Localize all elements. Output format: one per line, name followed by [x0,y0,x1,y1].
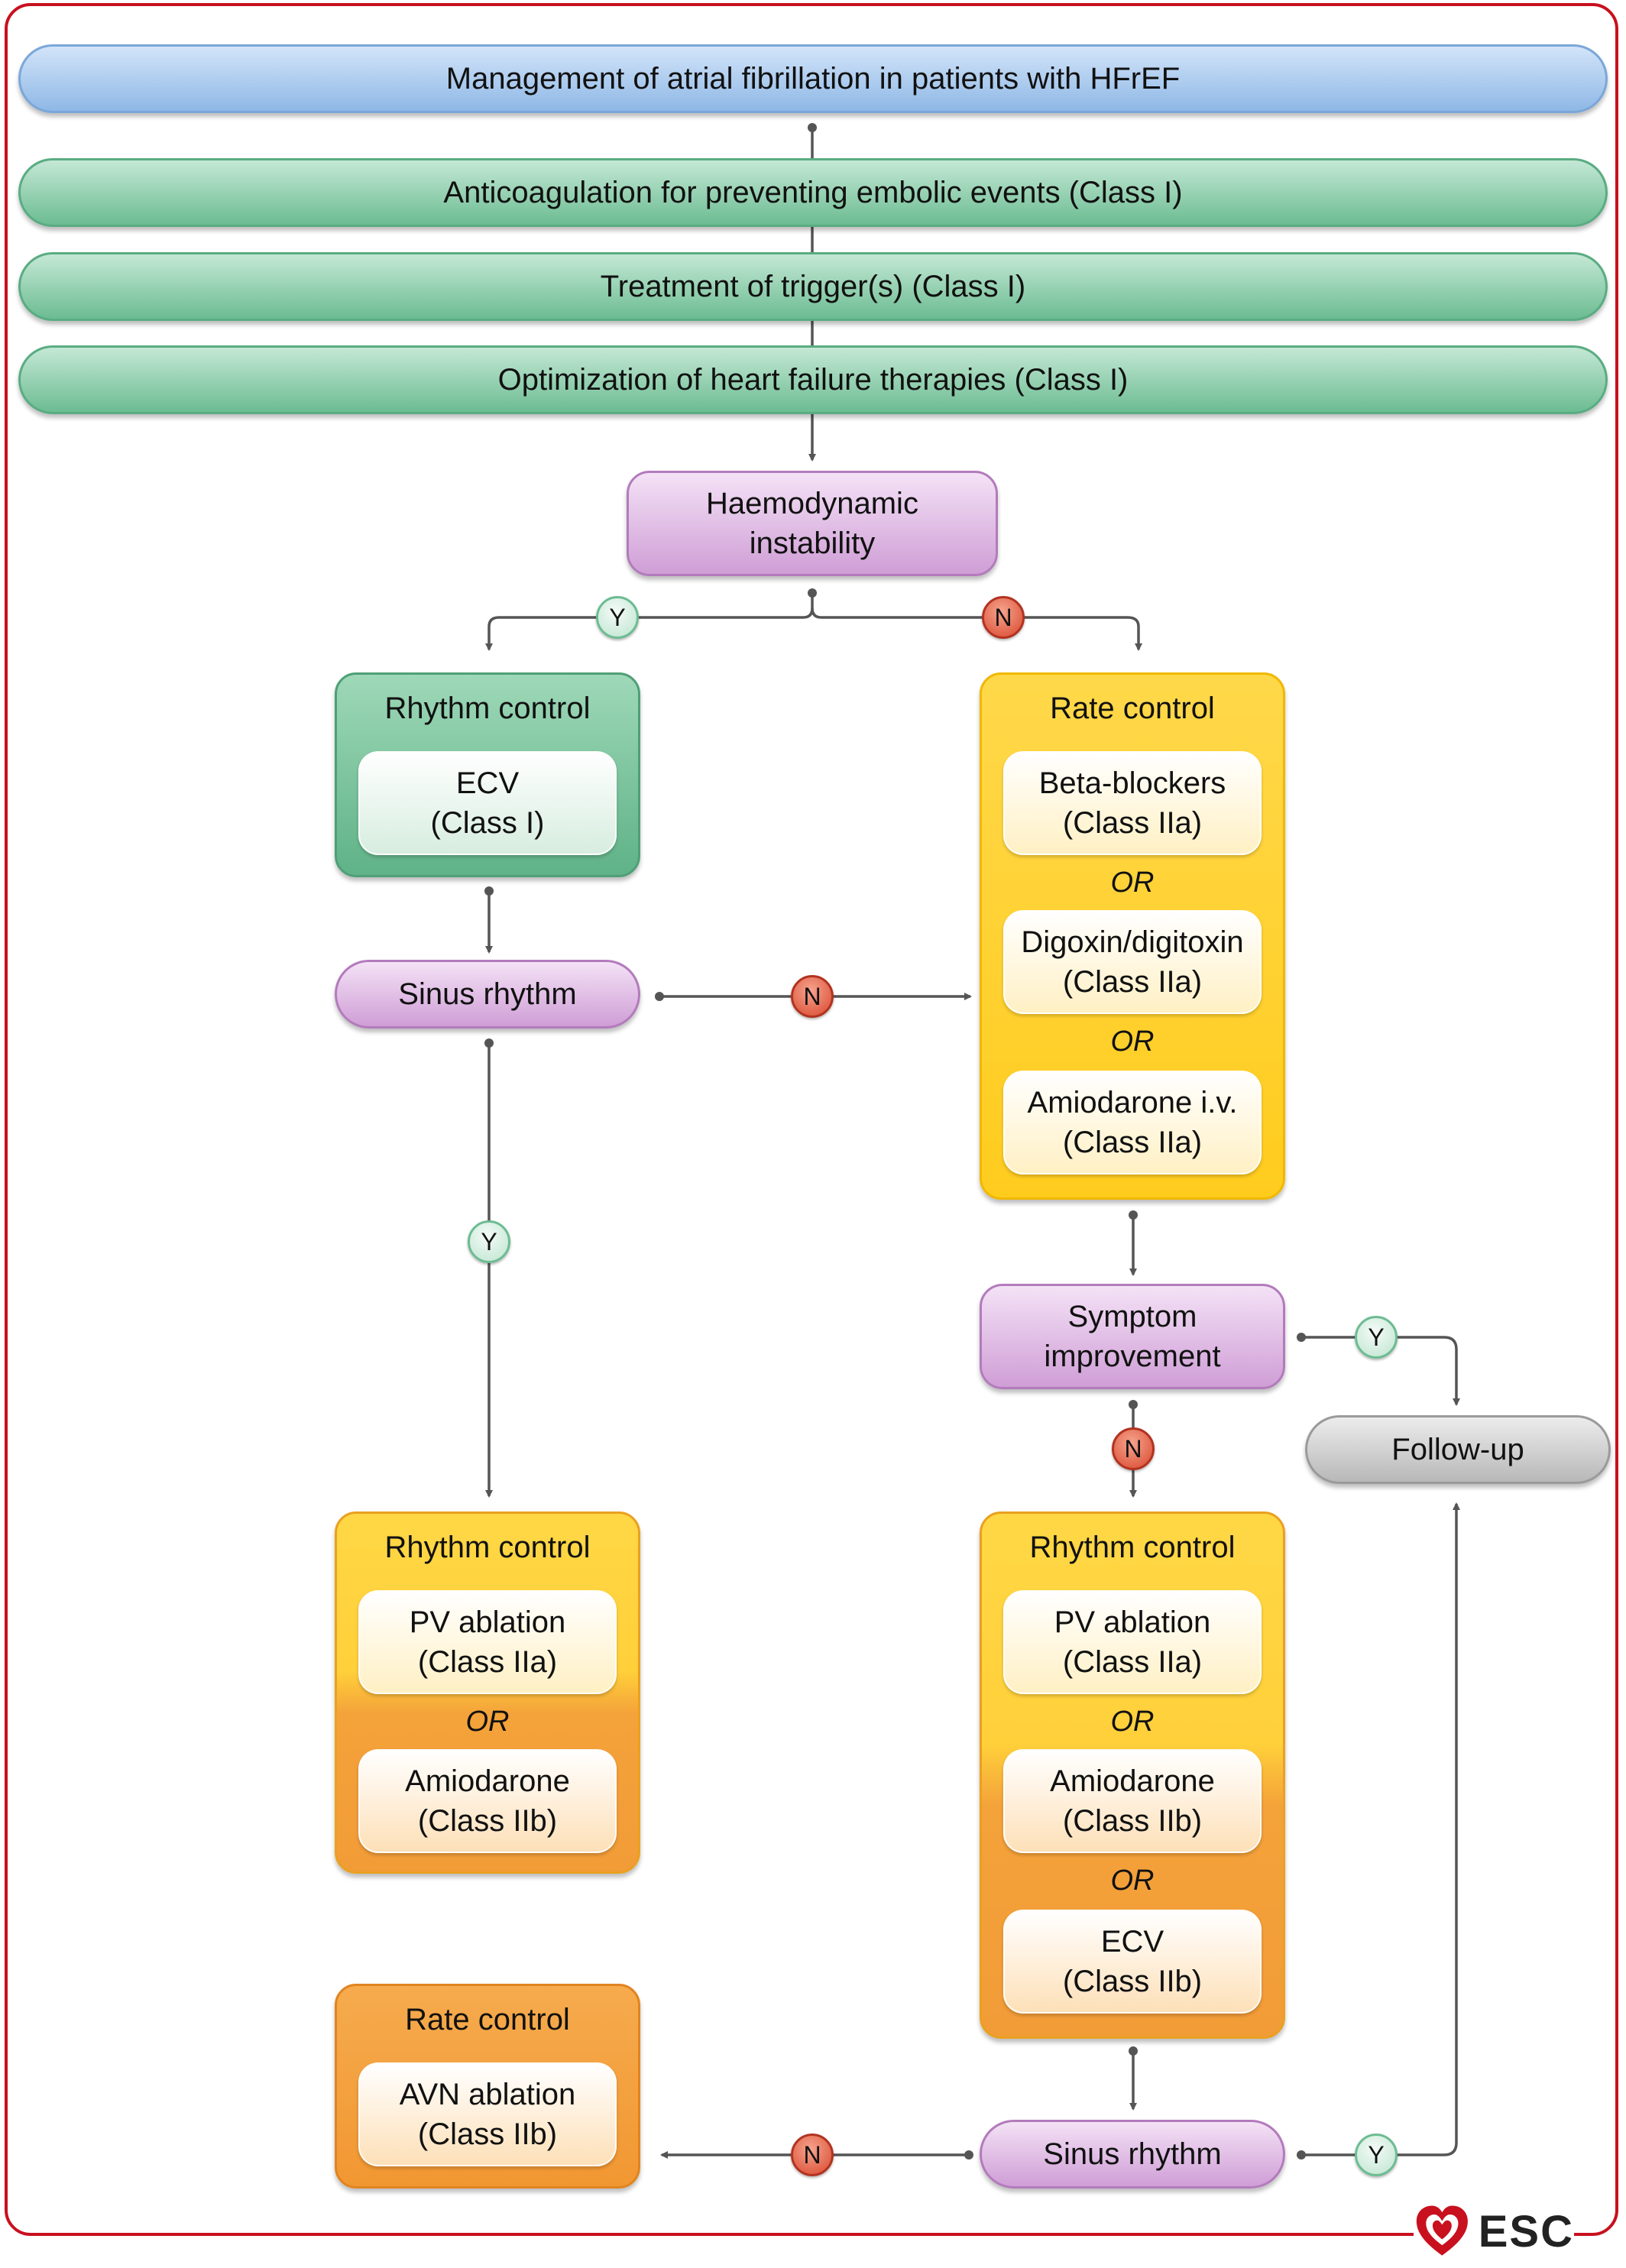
yes-badge: Y [1355,2134,1398,2176]
decision-line-1: Symptom [1067,1300,1197,1333]
option-name: Amiodarone [405,1764,570,1798]
decision-line-2: instability [749,526,876,560]
option-name: ECV [1100,1925,1164,1959]
connector-dot [1129,1210,1138,1220]
no-badge: N [1112,1427,1155,1470]
option-card: Amiodarone (Class IIb) [1003,1749,1262,1853]
option-card: Amiodarone i.v. (Class IIa) [1003,1071,1262,1174]
connector-arrow-no [811,608,1142,651]
option-card: Beta-blockers (Class IIa) [1003,751,1262,855]
heart-icon [1416,2205,1468,2256]
connector-dot [964,2150,973,2159]
or-separator: OR [1110,1865,1155,1897]
rate-control-drugs-panel: Rate control Beta-blockers (Class IIa) O… [980,672,1285,1200]
option-name: ECV [455,766,520,800]
connector-dot [484,1038,494,1048]
follow-up-box: Follow-up [1305,1415,1611,1484]
connector-dot [1297,1333,1306,1342]
title-bar: Management of atrial fibrillation in pat… [18,44,1608,113]
option-class: (Class IIb) [417,2117,558,2151]
sinus-rhythm-decision-2: Sinus rhythm [980,2120,1285,2189]
decision-line-2: improvement [1044,1340,1221,1373]
no-badge: N [791,975,834,1018]
connector-dot [655,992,664,1001]
yes-badge: Y [468,1220,510,1263]
panel-title: Rhythm control [384,692,591,725]
option-name: Beta-blockers [1038,766,1226,800]
option-card: ECV (Class IIb) [1003,1910,1262,2014]
connector-dot [808,588,817,598]
anticoagulation-bar: Anticoagulation for preventing embolic e… [18,158,1608,227]
option-class: (Class IIa) [1062,965,1203,999]
connector-arrow-yes [1301,1336,1460,1406]
option-card: AVN ablation (Class IIb) [358,2062,617,2166]
esc-logo: ESC [1414,2201,1574,2262]
option-card: ECV (Class I) [358,751,617,855]
option-class: (Class IIb) [1062,1804,1203,1838]
option-class: (Class I) [430,806,545,840]
option-name: Amiodarone i.v. [1027,1086,1238,1119]
option-class: (Class IIb) [1062,1965,1203,1998]
option-card: PV ablation (Class IIa) [358,1590,617,1694]
rhythm-control-left-panel: Rhythm control PV ablation (Class IIa) O… [335,1511,640,1874]
option-name: Digoxin/digitoxin [1021,925,1244,959]
connector-dot [1297,2150,1306,2159]
logo-text: ESC [1478,2206,1574,2257]
title-text: Management of atrial fibrillation in pat… [445,62,1181,96]
connector-dot [808,123,817,132]
anticoagulation-text: Anticoagulation for preventing embolic e… [443,176,1183,209]
option-card: Digoxin/digitoxin (Class IIa) [1003,910,1262,1014]
option-name: PV ablation [1054,1605,1211,1639]
triggers-text: Treatment of trigger(s) (Class I) [600,270,1026,303]
triggers-bar: Treatment of trigger(s) (Class I) [18,252,1608,321]
option-name: Amiodarone [1050,1764,1215,1798]
option-name: PV ablation [409,1605,566,1639]
option-card: Amiodarone (Class IIb) [358,1749,617,1853]
option-card: PV ablation (Class IIa) [1003,1590,1262,1694]
no-badge: N [791,2134,834,2176]
option-class: (Class IIb) [417,1804,558,1838]
option-name: AVN ablation [399,2078,576,2111]
panel-title: Rate control [405,2003,570,2036]
panel-title: Rate control [1050,692,1215,725]
connector-arrow-yes [485,593,814,651]
connector-arrow-yes [1301,1502,1460,2156]
sinus-rhythm-decision-1: Sinus rhythm [335,960,640,1029]
panel-title: Rhythm control [1029,1531,1236,1564]
rhythm-control-ecv-panel: Rhythm control ECV (Class I) [335,672,640,877]
follow-up-label: Follow-up [1391,1433,1524,1466]
decision-line-1: Haemodynamic [706,487,918,520]
or-separator: OR [465,1706,510,1738]
optimization-bar: Optimization of heart failure therapies … [18,345,1608,414]
optimization-text: Optimization of heart failure therapies … [497,363,1129,397]
symptom-improvement-decision: Symptom improvement [980,1284,1285,1389]
option-class: (Class IIa) [1062,806,1203,840]
option-class: (Class IIa) [1062,1126,1203,1159]
connector-dot [484,886,494,896]
rhythm-control-right-panel: Rhythm control PV ablation (Class IIa) O… [980,1511,1285,2039]
panel-title: Rhythm control [384,1531,591,1564]
option-class: (Class IIa) [1062,1645,1203,1679]
connector-dot [1129,2046,1138,2056]
connector-dot [1129,1400,1138,1409]
sinus-rhythm-label: Sinus rhythm [398,977,577,1011]
or-separator: OR [1110,867,1155,899]
or-separator: OR [1110,1706,1155,1738]
yes-badge: Y [596,596,639,639]
option-class: (Class IIa) [417,1645,558,1679]
rate-control-avn-panel: Rate control AVN ablation (Class IIb) [335,1984,640,2189]
yes-badge: Y [1355,1316,1398,1359]
figure-frame [5,3,1618,2236]
sinus-rhythm-label: Sinus rhythm [1043,2137,1222,2171]
no-badge: N [982,596,1025,639]
haemodynamic-instability-decision: Haemodynamic instability [627,471,998,576]
or-separator: OR [1110,1025,1155,1058]
